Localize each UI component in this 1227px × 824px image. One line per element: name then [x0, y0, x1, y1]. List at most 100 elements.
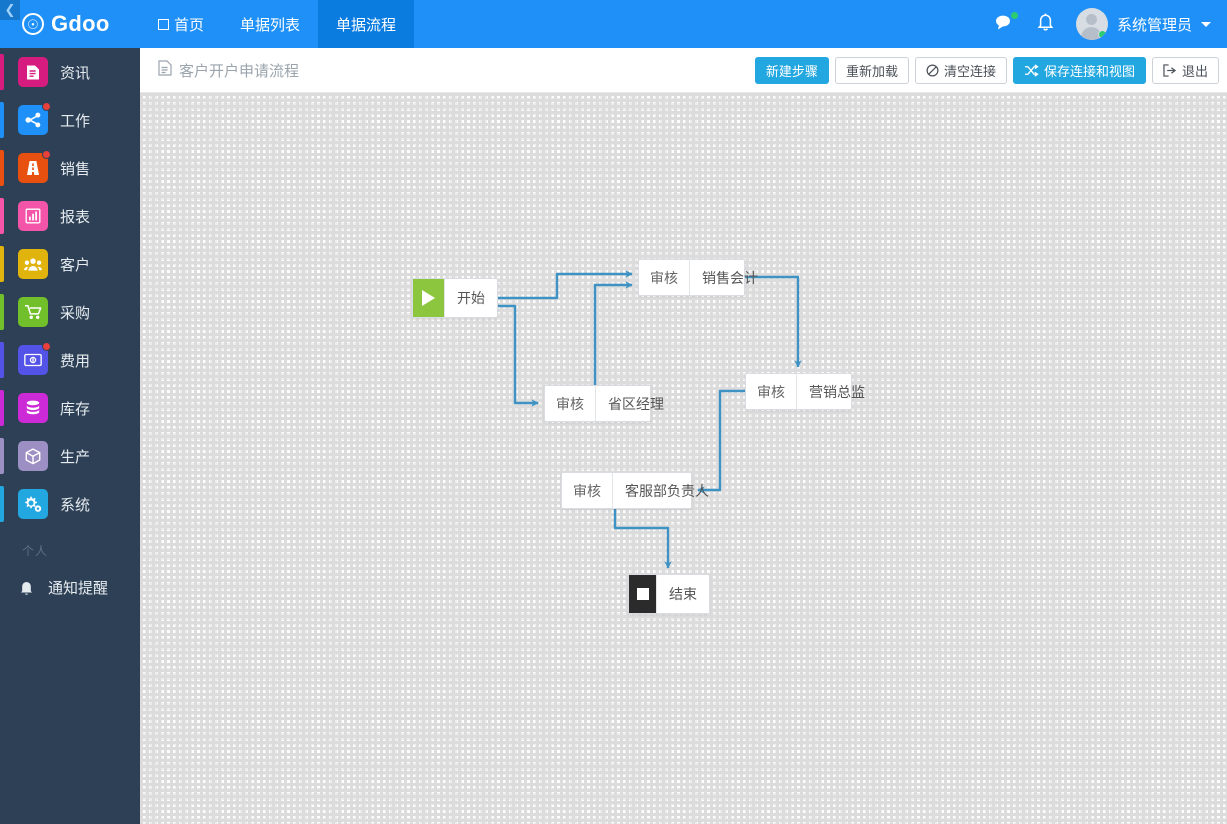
main-nav-tabs: 首页 单据列表 单据流程: [140, 0, 415, 48]
new-step-button[interactable]: 新建步骤: [754, 56, 829, 84]
flow-edge-start-to-region[interactable]: [498, 304, 539, 407]
flow-node-service[interactable]: 审核客服部负责人: [561, 472, 709, 509]
flow-node-market[interactable]: 审核营销总监: [745, 373, 865, 410]
top-header: ❮ ☉ Gdoo 首页 单据列表 单据流程: [0, 0, 1227, 48]
sidebar-item-5[interactable]: 客户: [0, 240, 140, 288]
sidebar-notifications-label: 通知提醒: [48, 579, 109, 597]
avatar: [1075, 8, 1108, 40]
brand-name: Gdoo: [51, 11, 110, 36]
sidebar-item-label: 系统: [60, 496, 91, 514]
reload-button[interactable]: 重新加载: [834, 56, 909, 84]
flow-node-name: 客服部负责人: [625, 482, 709, 499]
sidebar-item-9[interactable]: 生产: [0, 432, 140, 480]
stop-icon: [629, 575, 657, 613]
sign-out-icon: [1163, 63, 1177, 77]
sidebar-accent-bar: [0, 198, 4, 234]
user-menu[interactable]: 系统管理员: [1075, 8, 1211, 40]
tab-document-flow[interactable]: 单据流程: [318, 0, 415, 48]
exit-button[interactable]: 退出: [1151, 56, 1219, 84]
tab-home-label: 首页: [174, 16, 205, 34]
flow-node-type: 审核: [639, 260, 690, 295]
sidebar-item-label: 工作: [60, 112, 91, 130]
flow-toolbar: 客户开户申请流程 新建步骤 重新加载 清空连接: [140, 48, 1227, 93]
bell-icon[interactable]: [1037, 12, 1054, 36]
sidebar-item-label: 费用: [60, 352, 91, 370]
user-name: 系统管理员: [1116, 16, 1192, 34]
flow-node-type: 审核: [545, 386, 596, 421]
sidebar-collapse-button[interactable]: ❮: [0, 0, 20, 20]
sidebar-item-label: 客户: [60, 256, 91, 274]
flow-node-name: 结束: [669, 586, 697, 602]
document-icon: [158, 60, 172, 80]
exit-label: 退出: [1181, 63, 1208, 79]
tab-document-list[interactable]: 单据列表: [222, 0, 318, 48]
bar-chart-icon: [18, 201, 48, 231]
flow-edge-region-to-sales[interactable]: [593, 281, 633, 385]
save-connections-button[interactable]: 保存连接和视图: [1012, 56, 1146, 84]
sidebar-item-4[interactable]: 报表: [0, 192, 140, 240]
chat-unread-dot: [1010, 11, 1018, 19]
brand-logo[interactable]: ☉ Gdoo: [0, 0, 140, 48]
notification-badge: [42, 150, 51, 159]
sidebar-item-3[interactable]: 销售: [0, 144, 140, 192]
flow-edge-start-to-sales[interactable]: [498, 270, 633, 300]
sidebar-accent-bar: [0, 102, 4, 138]
road-icon: [18, 150, 51, 183]
reload-label: 重新加载: [845, 63, 898, 79]
brand-mark-icon: ☉: [22, 13, 44, 35]
sidebar: 资讯工作销售报表客户采购费用库存生产系统 个人 通知提醒: [0, 48, 140, 824]
sidebar-item-label: 采购: [60, 304, 91, 322]
flow-node-type: 审核: [562, 473, 613, 508]
sidebar-item-2[interactable]: 工作: [0, 96, 140, 144]
tab-home[interactable]: 首页: [140, 0, 222, 48]
content-area: 客户开户申请流程 新建步骤 重新加载 清空连接: [140, 48, 1227, 824]
flow-node-sales[interactable]: 审核销售会计: [638, 259, 758, 296]
sidebar-item-10[interactable]: 系统: [0, 480, 140, 528]
sidebar-item-1[interactable]: 资讯: [0, 48, 140, 96]
sidebar-accent-bar: [0, 54, 4, 90]
sidebar-item-6[interactable]: 采购: [0, 288, 140, 336]
sidebar-section-personal: 个人: [22, 544, 49, 558]
shuffle-icon: [1024, 63, 1039, 77]
flow-edge-market-to-service[interactable]: [697, 389, 745, 494]
flow-edges: [498, 270, 802, 569]
flow-node-region[interactable]: 审核省区经理: [544, 385, 664, 422]
sidebar-item-8[interactable]: 库存: [0, 384, 140, 432]
flow-node-name: 营销总监: [809, 383, 865, 400]
save-connections-label: 保存连接和视图: [1043, 63, 1135, 79]
flow-node-name: 销售会计: [702, 269, 758, 286]
flow-canvas[interactable]: 开始审核销售会计审核省区经理审核营销总监审核客服部负责人结束: [140, 93, 1227, 824]
new-step-label: 新建步骤: [765, 63, 818, 79]
money-icon: [18, 342, 51, 375]
tab-document-list-label: 单据列表: [240, 16, 301, 34]
home-icon: [158, 18, 169, 30]
sidebar-item-notifications[interactable]: 通知提醒: [0, 567, 140, 607]
flow-node-type: 审核: [746, 374, 797, 409]
flow-node-end[interactable]: 结束: [628, 574, 710, 614]
sidebar-item-label: 库存: [60, 400, 91, 418]
flow-edge-sales-to-market[interactable]: [745, 275, 802, 368]
header-actions: 系统管理员: [995, 0, 1227, 48]
notification-badge: [42, 102, 51, 111]
chat-bubble-icon[interactable]: [995, 11, 1018, 36]
users-icon: [18, 249, 48, 279]
page-title: 客户开户申请流程: [158, 60, 299, 81]
sidebar-accent-bar: [0, 390, 4, 426]
sidebar-item-label: 销售: [60, 160, 91, 178]
sidebar-accent-bar: [0, 150, 4, 186]
sidebar-accent-bar: [0, 294, 4, 330]
clear-connections-button[interactable]: 清空连接: [914, 56, 1007, 84]
sidebar-item-7[interactable]: 费用: [0, 336, 140, 384]
share-nodes-icon: [18, 102, 51, 135]
sidebar-item-label: 生产: [60, 448, 91, 466]
chevron-down-icon: [1201, 21, 1211, 27]
notification-badge: [42, 342, 51, 351]
flow-node-start[interactable]: 开始: [412, 278, 498, 318]
tab-document-flow-label: 单据流程: [336, 16, 397, 34]
sidebar-item-label: 报表: [60, 208, 91, 226]
online-status-dot: [1097, 30, 1107, 39]
flow-edge-service-to-end[interactable]: [613, 509, 672, 569]
play-icon: [413, 279, 445, 317]
clear-connections-label: 清空连接: [943, 63, 996, 79]
cart-icon: [18, 297, 48, 327]
